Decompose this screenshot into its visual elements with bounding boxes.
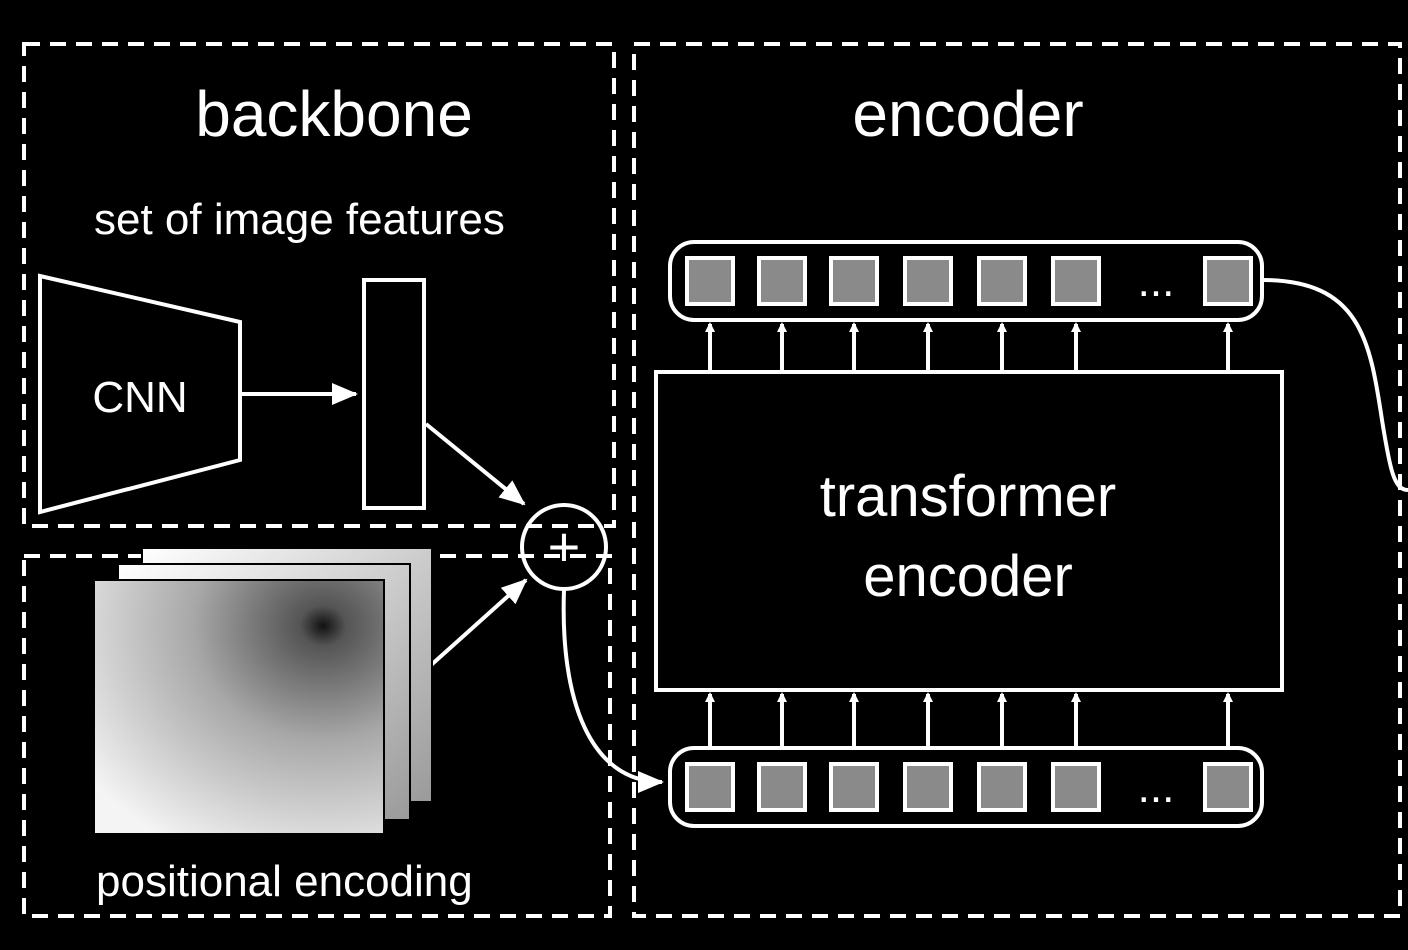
input-token xyxy=(1051,762,1101,812)
plus-sign: + xyxy=(548,515,581,578)
transformer-label-line1: transformer xyxy=(820,464,1117,529)
input-token xyxy=(757,762,807,812)
output-token xyxy=(1051,256,1101,306)
input-token xyxy=(1203,762,1253,812)
input-ellipsis: ... xyxy=(1138,763,1175,812)
backbone-region xyxy=(22,42,616,528)
output-token xyxy=(829,256,879,306)
input-token-row xyxy=(668,746,1264,828)
encoder-title: encoder xyxy=(852,78,1083,150)
cnn-label: CNN xyxy=(92,373,187,422)
pe-sheet-1 xyxy=(93,579,385,835)
output-token xyxy=(685,256,735,306)
sum-node xyxy=(520,503,608,591)
encoder-region xyxy=(632,42,1402,918)
input-token xyxy=(977,762,1027,812)
features-to-sum-arrow xyxy=(424,422,526,506)
transformer-encoder-block xyxy=(654,370,1284,692)
sum-to-tokens-arrow xyxy=(561,589,664,793)
output-tokens xyxy=(685,256,1253,306)
image-features-block xyxy=(362,278,426,510)
output-ellipsis: ... xyxy=(1138,257,1175,306)
input-token xyxy=(685,762,735,812)
output-connector xyxy=(1261,278,1408,492)
output-token xyxy=(1203,256,1253,306)
input-token xyxy=(903,762,953,812)
output-token xyxy=(903,256,953,306)
transformer-label-line2: encoder xyxy=(863,544,1073,609)
cnn-block xyxy=(38,273,242,515)
encoder-arrows xyxy=(705,322,1233,746)
output-token xyxy=(757,256,807,306)
output-token xyxy=(977,256,1027,306)
backbone-title: backbone xyxy=(195,78,473,150)
positional-encoding-label: positional encoding xyxy=(96,857,473,906)
input-tokens xyxy=(685,762,1253,812)
pe-to-sum-arrow xyxy=(428,578,528,668)
image-features-label: set of image features xyxy=(94,195,505,244)
input-token xyxy=(829,762,879,812)
